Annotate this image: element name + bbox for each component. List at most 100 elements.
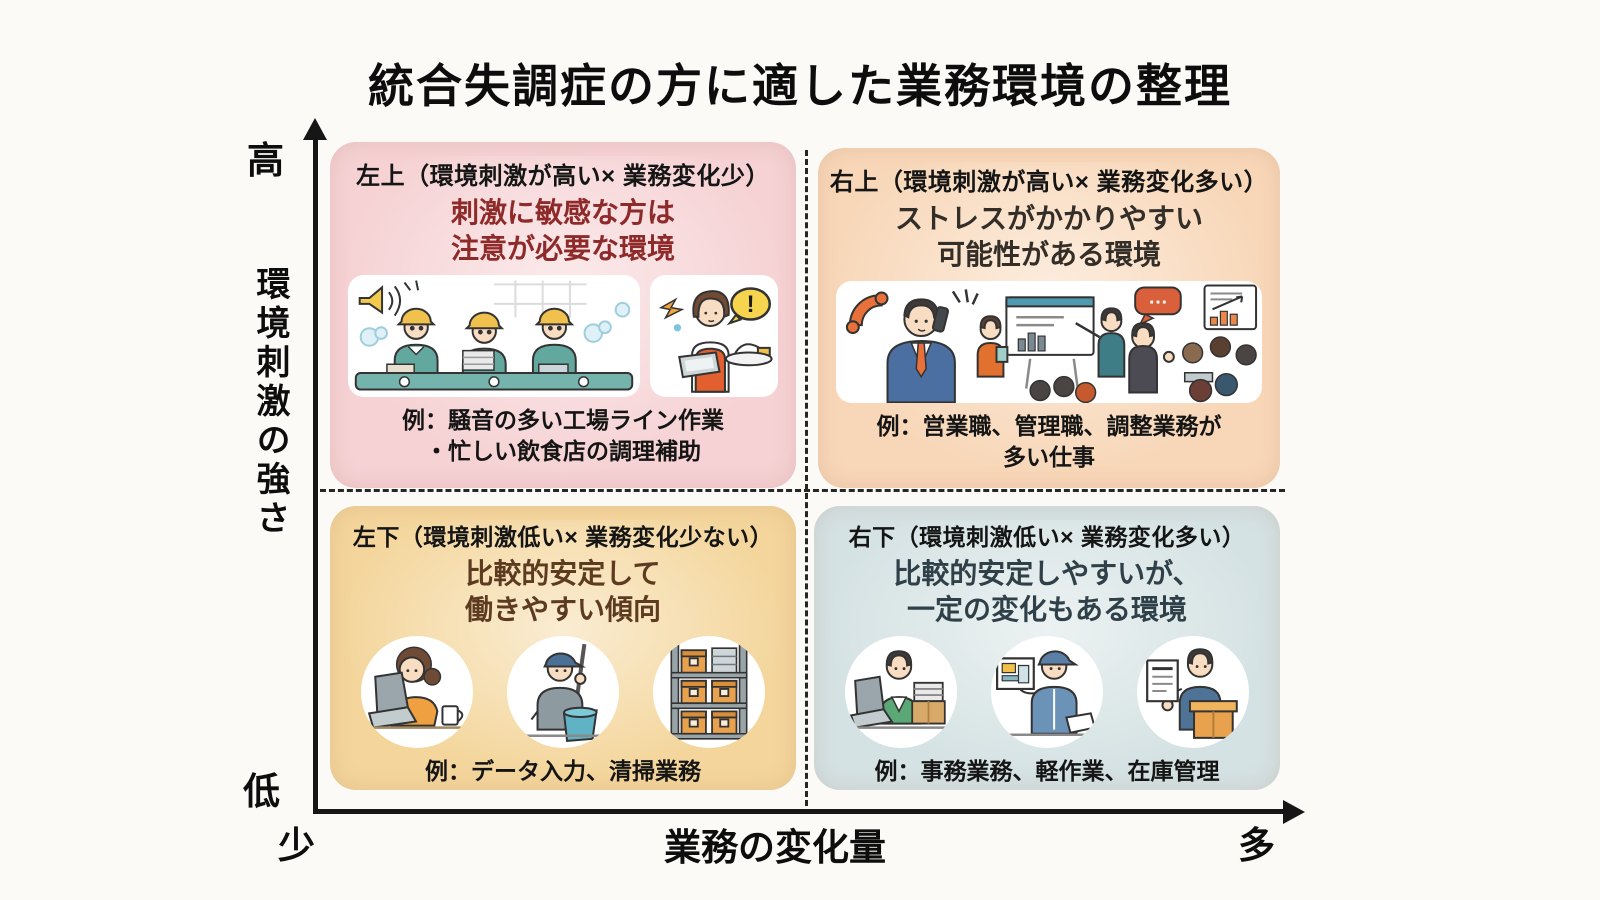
- presenter-man: [1076, 308, 1125, 376]
- quadrant-bottom-left-illustration: [330, 635, 796, 748]
- x-axis-arrow-icon: [1283, 800, 1305, 824]
- quadrant-bottom-left-header: 左下（環境刺激低い× 業務変化少ない）: [352, 524, 774, 550]
- man-with-document-and-box-scene: [1137, 636, 1249, 748]
- clipboard: [1066, 713, 1095, 732]
- woman-at-laptop-scene: [361, 636, 473, 748]
- businessman-on-phone: [888, 299, 955, 402]
- quadrant-top-right: 右上（環境刺激が高い× 業務変化多い） ストレスがかかりやすい 可能性がある環境: [818, 148, 1280, 488]
- factory-line-scene: [348, 275, 640, 397]
- example-line: 例：データ入力、清掃業務: [425, 757, 701, 784]
- manager-figure: [1129, 323, 1174, 392]
- quadrant-bottom-right-illustration: [814, 635, 1280, 748]
- waitress-scene: !: [650, 275, 778, 397]
- subtitle-line: ストレスがかかりやすい: [894, 203, 1203, 234]
- steam-cloud-icon: [361, 303, 630, 346]
- warehouse-shelf-illustration: [653, 635, 765, 748]
- cardboard-box: [1190, 701, 1237, 738]
- factory-worker: [395, 308, 438, 373]
- shelf-with-boxes-scene: [653, 636, 765, 748]
- quadrant-top-left-illustration: !: [330, 274, 796, 397]
- lattice-crate: [712, 648, 736, 672]
- rush-arrow-icon: [661, 299, 682, 317]
- audience-heads: [1030, 376, 1095, 402]
- waitress-figure: [692, 291, 729, 392]
- laptop-keyboard: [851, 709, 892, 727]
- subtitle-line: 比較的安定して: [465, 558, 661, 589]
- subtitle-line: 働きやすい傾向: [464, 593, 661, 625]
- belt-box: [463, 350, 494, 369]
- alert-bubble-icon: !: [730, 288, 770, 323]
- quadrant-top-left-subtitle: 刺激に敏感な方は 注意が必要な環境: [330, 195, 796, 267]
- worker-showing-panel-scene: [991, 636, 1103, 748]
- example-line: 例：事務業務、軽作業、在庫管理: [874, 757, 1220, 784]
- document-tray-boxes: [912, 682, 945, 723]
- speech-bubble-dots-icon: …: [1135, 286, 1181, 324]
- quadrant-top-right-example: 例：営業職、管理職、調整業務が 多い仕事: [818, 411, 1280, 474]
- presentation-group: [978, 297, 1125, 402]
- sales-presentation-meeting-scene: …: [836, 281, 1262, 403]
- sweat-drop-icon: [673, 323, 682, 332]
- serving-tray: [726, 344, 772, 365]
- bucket: [564, 707, 597, 740]
- meeting-group: …: [1129, 285, 1256, 401]
- cleaning-illustration: [507, 635, 619, 748]
- light-work-illustration: [991, 635, 1103, 748]
- x-axis-max-label: 多: [1238, 825, 1275, 866]
- example-line: 多い仕事: [1003, 444, 1095, 471]
- meeting-attendees: [1183, 337, 1256, 401]
- y-axis-line: [313, 136, 318, 812]
- inventory-illustration: [1137, 635, 1249, 748]
- quadrant-bottom-right: 右下（環境刺激低い× 業務変化多い） 比較的安定しやすいが、 一定の変化もある環…: [814, 506, 1280, 790]
- quadrant-bottom-left: 左下（環境刺激低い× 業務変化少ない） 比較的安定して 働きやすい傾向: [330, 506, 796, 790]
- laptop-keyboard: [369, 707, 416, 727]
- page-title: 統合失調症の方に適した業務環境の整理: [368, 60, 1232, 112]
- horizontal-dashed-divider: [320, 489, 1285, 492]
- quadrant-top-left: 左上（環境刺激が高い× 業務変化少） 刺激に敏感な方は 注意が必要な環境: [330, 142, 796, 488]
- quadrant-bottom-right-example: 例：事務業務、軽作業、在庫管理: [814, 756, 1280, 788]
- example-line: ・忙しい飲食店の調理補助: [425, 438, 701, 465]
- quadrant-top-right-illustration: …: [818, 280, 1280, 403]
- coffee-mug: [442, 706, 462, 724]
- quadrant-top-right-header: 右上（環境刺激が高い× 業務変化多い）: [829, 169, 1269, 196]
- bar-chart-icon: [1018, 333, 1045, 351]
- document-sheet: [1147, 660, 1178, 701]
- x-axis-line: [313, 809, 1289, 814]
- belt-item: [387, 364, 414, 373]
- belt-item: [539, 364, 568, 373]
- y-axis-title: 環境刺激の強さ: [251, 266, 289, 539]
- quadrant-top-left-header: 左上（環境刺激が高い× 業務変化少）: [356, 163, 770, 190]
- speaker-noise-icon: [360, 280, 418, 315]
- busy-office-illustration: …: [836, 280, 1262, 403]
- quadrant-top-right-subtitle: ストレスがかかりやすい 可能性がある環境: [818, 201, 1280, 273]
- chart-card-icon: [1205, 285, 1257, 329]
- quadrant-bottom-left-subtitle: 比較的安定して 働きやすい傾向: [330, 556, 796, 628]
- office-work-illustration: [845, 635, 957, 748]
- subtitle-line: 可能性がある環境: [936, 238, 1161, 270]
- y-axis-high-label: 高: [247, 140, 284, 181]
- example-line: 例：営業職、管理職、調整業務が: [876, 412, 1222, 439]
- presenter-woman: [978, 316, 1008, 376]
- subtitle-line: 一定の変化もある環境: [906, 593, 1187, 625]
- display-panel: [997, 658, 1034, 689]
- subtitle-line: 注意が必要な環境: [450, 232, 675, 264]
- storage-box: [682, 650, 737, 733]
- phone-handset-icon: [847, 292, 888, 333]
- x-axis-min-label: 少: [278, 825, 315, 866]
- data-entry-illustration: [361, 635, 473, 748]
- vertical-dashed-divider: [805, 150, 808, 806]
- subtitle-line: 比較的安定しやすいが、: [893, 558, 1201, 589]
- quadrant-bottom-left-example: 例：データ入力、清掃業務: [330, 756, 796, 788]
- x-axis-title: 業務の変化量: [664, 827, 886, 868]
- subtitle-line: 刺激に敏感な方は: [450, 197, 675, 228]
- example-line: 例：騒音の多い工場ライン作業: [402, 406, 724, 433]
- quadrant-bottom-right-subtitle: 比較的安定しやすいが、 一定の変化もある環境: [814, 556, 1280, 628]
- cleaner-with-mop-scene: [507, 636, 619, 748]
- quadrant-bottom-right-header: 右下（環境刺激低い× 業務変化多い）: [848, 524, 1246, 550]
- y-axis-arrow-icon: [303, 118, 327, 140]
- busy-waitress-illustration: !: [650, 274, 778, 397]
- factory-line-illustration: [348, 274, 640, 397]
- y-axis-low-label: 低: [243, 771, 280, 812]
- svg-text:…: …: [1148, 286, 1168, 308]
- man-at-laptop-with-boxes-scene: [845, 636, 957, 748]
